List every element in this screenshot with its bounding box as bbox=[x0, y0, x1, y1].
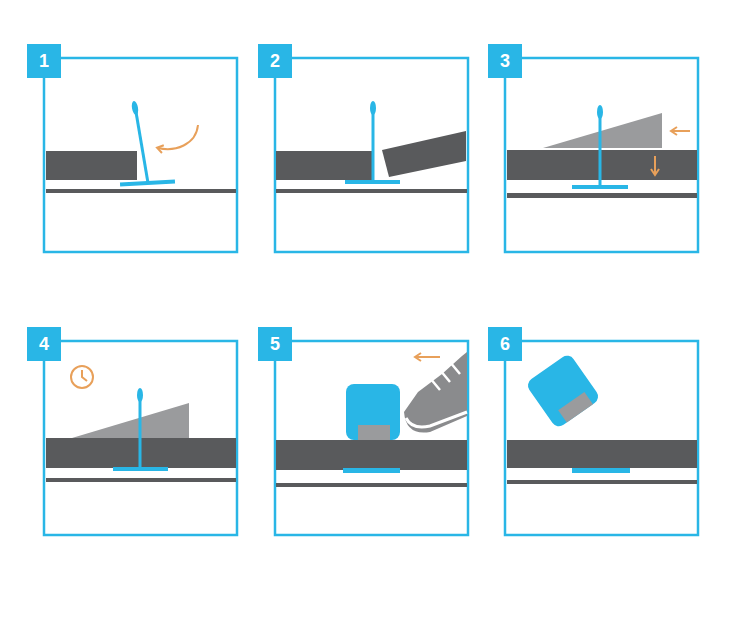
step-badge: 1 bbox=[27, 44, 61, 78]
step-badge: 5 bbox=[258, 327, 292, 361]
step-badge: 3 bbox=[488, 44, 522, 78]
step-two-art bbox=[276, 101, 467, 193]
step-number: 4 bbox=[39, 335, 49, 353]
step-badge: 2 bbox=[258, 44, 292, 78]
step-badge: 4 bbox=[27, 327, 61, 361]
step-one-art bbox=[46, 101, 236, 193]
step-number: 1 bbox=[39, 52, 49, 70]
step-badge: 6 bbox=[488, 327, 522, 361]
step-number: 6 bbox=[500, 335, 510, 353]
step-number: 2 bbox=[270, 52, 280, 70]
step-number: 3 bbox=[500, 52, 510, 70]
panel-frames bbox=[44, 58, 698, 535]
step-six-art bbox=[507, 353, 697, 484]
step-number: 5 bbox=[270, 335, 280, 353]
step-five-art bbox=[276, 352, 467, 487]
step-four-art bbox=[46, 366, 236, 482]
step-three-art bbox=[507, 105, 697, 198]
